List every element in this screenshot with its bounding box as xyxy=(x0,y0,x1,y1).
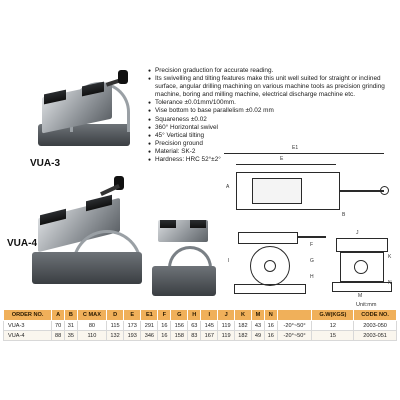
feature-item: Tolerance ±0.01mm/100mm. xyxy=(148,99,396,107)
table-cell: 158 xyxy=(170,330,189,341)
header-g: G xyxy=(170,309,189,321)
feature-item: Vise bottom to base parallelism ±0.02 mm xyxy=(148,107,396,115)
table-cell: 119 xyxy=(217,320,235,331)
table-cell: 182 xyxy=(233,330,253,341)
unit-note: Unit:mm xyxy=(356,302,377,308)
table-cell: 16 xyxy=(157,320,172,331)
table-cell: 182 xyxy=(233,320,253,331)
spec-table: ORDER NO. A B C MAX D E E1 F G H I J K M… xyxy=(2,309,397,341)
table-header-row: ORDER NO. A B C MAX D E E1 F G H I J K M… xyxy=(2,309,397,321)
table-cell: 63 xyxy=(187,320,202,331)
header-a: A xyxy=(51,309,66,321)
header-h: H xyxy=(187,309,202,321)
header-e: E xyxy=(123,309,142,321)
feature-item: Material: SK-2 xyxy=(148,148,396,156)
vise-photo-small xyxy=(150,210,220,300)
table-cell: 156 xyxy=(170,320,189,331)
feature-item: Precision ground xyxy=(148,140,396,148)
header-m: M xyxy=(251,309,265,321)
header-e1: E1 xyxy=(140,309,159,321)
header-d: D xyxy=(106,309,125,321)
table-cell: VUA-4 xyxy=(2,330,53,341)
feature-list: Precision graduction for accurate readin… xyxy=(148,67,396,164)
table-cell: 132 xyxy=(106,330,125,341)
table-cell: 167 xyxy=(200,330,219,341)
table-cell: 291 xyxy=(140,320,159,331)
table-cell: 31 xyxy=(64,320,78,331)
header-b: B xyxy=(64,309,78,321)
table-cell: 15 xyxy=(311,330,355,341)
table-cell: -20°~50° xyxy=(276,330,313,341)
model-label-vua3: VUA-3 xyxy=(30,158,61,169)
feature-item: 45° Vertical tilting xyxy=(148,132,396,140)
table-cell: 115 xyxy=(106,320,125,331)
table-cell: 110 xyxy=(76,330,108,341)
drawing-side-view: F G H I xyxy=(228,228,328,300)
drawing-front-view: J K M N xyxy=(330,230,396,300)
vise-photo-vua3 xyxy=(30,62,140,162)
feature-item: Hardness: HRC 52°±2° xyxy=(148,156,396,164)
table-cell: 83 xyxy=(187,330,202,341)
table-cell: 88 xyxy=(51,330,66,341)
header-gw: G.W(KGS) xyxy=(311,309,355,321)
feature-item: Squareness ±0.02 xyxy=(148,116,396,124)
table-cell: VUA-3 xyxy=(2,320,53,331)
table-cell: 43 xyxy=(251,320,265,331)
table-cell: 70 xyxy=(51,320,66,331)
model-label-vua4: VUA-4 xyxy=(7,238,38,249)
table-cell: 193 xyxy=(123,330,142,341)
table-cell: 2003-051 xyxy=(353,330,397,341)
table-cell: 119 xyxy=(217,330,235,341)
header-k: K xyxy=(233,309,253,321)
table-cell: 2003-050 xyxy=(353,320,397,331)
table-cell: 346 xyxy=(140,330,159,341)
table-cell: 16 xyxy=(263,320,278,331)
header-angle xyxy=(276,309,313,321)
table-cell: 16 xyxy=(263,330,278,341)
vise-photo-vua4 xyxy=(28,172,148,300)
table-row: VUA-3 70 31 80 115 173 291 16 156 63 145… xyxy=(2,320,397,331)
table-cell: 49 xyxy=(251,330,265,341)
drawing-top-view: E1 E A B xyxy=(222,145,392,225)
table-cell: 173 xyxy=(123,320,142,331)
table-cell: 145 xyxy=(200,320,219,331)
table-cell: 80 xyxy=(76,320,108,331)
header-order-no: ORDER NO. xyxy=(2,309,53,321)
table-cell: 12 xyxy=(311,320,355,331)
header-f: F xyxy=(157,309,172,321)
header-n: N xyxy=(263,309,278,321)
header-i: I xyxy=(200,309,219,321)
table-cell: -20°~50° xyxy=(276,320,313,331)
table-cell: 16 xyxy=(157,330,172,341)
feature-item: Its swivelling and tilting features make… xyxy=(148,75,396,99)
table-cell: 35 xyxy=(64,330,78,341)
table-row: VUA-4 88 35 110 132 193 346 16 158 83 16… xyxy=(2,330,397,341)
feature-item: 360° Horizontal swivel xyxy=(148,124,396,132)
feature-item: Precision graduction for accurate readin… xyxy=(148,67,396,75)
header-c-max: C MAX xyxy=(76,309,108,321)
header-j: J xyxy=(217,309,235,321)
header-code-no: CODE NO. xyxy=(353,309,397,321)
